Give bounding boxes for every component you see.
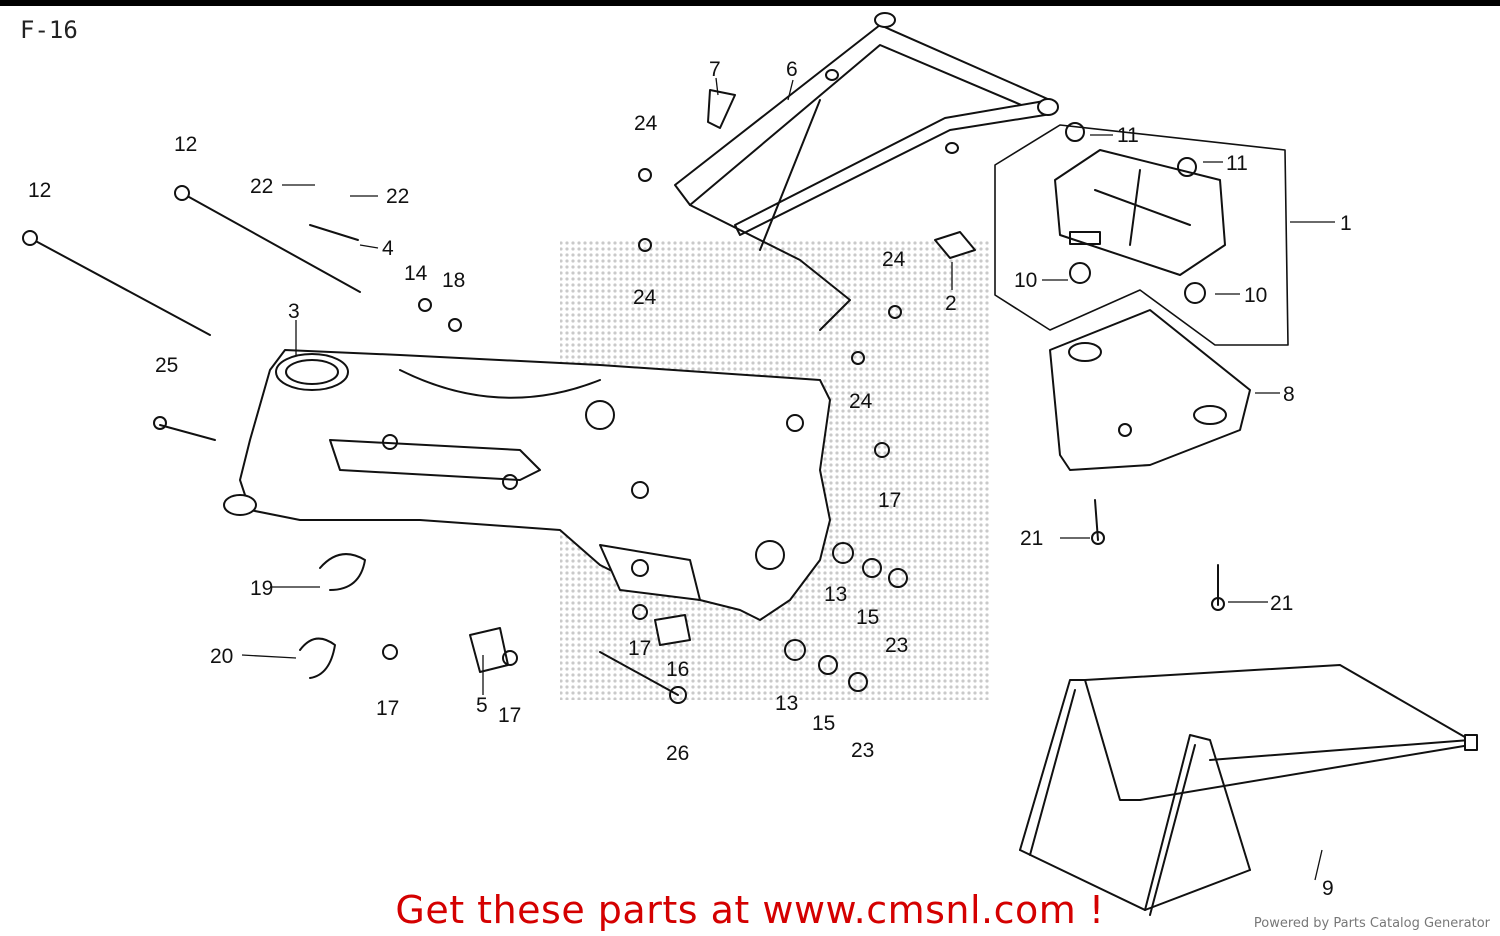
top-rule xyxy=(0,0,1500,6)
callout-12b: 12 xyxy=(174,133,197,156)
ecu-outline xyxy=(994,124,1289,346)
subframe xyxy=(674,12,1059,331)
callout-11b: 11 xyxy=(1226,152,1248,175)
callout-16: 16 xyxy=(666,658,689,681)
callout-17d: 17 xyxy=(498,704,521,727)
callout-13a: 13 xyxy=(824,583,847,606)
bracket-8 xyxy=(1049,309,1251,471)
callout-19: 19 xyxy=(250,577,273,600)
cta-link[interactable]: Get these parts at www.cmsnl.com ! xyxy=(395,888,1105,932)
callout-17b: 17 xyxy=(628,637,651,660)
callout-6: 6 xyxy=(786,58,798,81)
callout-15b: 15 xyxy=(812,712,835,735)
callout-2: 2 xyxy=(945,292,957,315)
callout-24b: 24 xyxy=(633,286,657,309)
callout-21b: 21 xyxy=(1270,592,1293,615)
callout-14: 14 xyxy=(404,262,428,285)
callout-23a: 23 xyxy=(885,634,908,657)
callout-17a: 17 xyxy=(878,489,901,512)
callout-8: 8 xyxy=(1283,383,1295,406)
long-bolt-12a xyxy=(22,230,211,336)
callout-4: 4 xyxy=(382,237,394,260)
callout-15a: 15 xyxy=(856,606,879,629)
callout-12a: 12 xyxy=(28,179,51,202)
powered-by-text: Powered by Parts Catalog Generator xyxy=(1253,916,1490,931)
callout-24c: 24 xyxy=(882,248,906,271)
callout-10b: 10 xyxy=(1244,284,1267,307)
callout-10a: 10 xyxy=(1014,269,1037,292)
callout-22b: 22 xyxy=(386,185,409,208)
diagram-code: F-16 xyxy=(20,16,78,44)
callout-3: 3 xyxy=(288,300,300,323)
leader-lines xyxy=(241,77,1335,881)
callout-labels: 1 2 3 4 5 6 7 8 9 10 10 11 11 12 12 13 1… xyxy=(28,58,1352,900)
callout-23b: 23 xyxy=(851,739,874,762)
callout-25: 25 xyxy=(155,354,178,377)
callout-21a: 21 xyxy=(1020,527,1043,550)
callout-5: 5 xyxy=(476,694,488,717)
callout-26: 26 xyxy=(666,742,689,765)
callout-17c: 17 xyxy=(376,697,399,720)
callout-22a: 22 xyxy=(250,175,273,198)
long-bolt-12b xyxy=(174,185,361,293)
callout-20: 20 xyxy=(210,645,233,668)
callout-13b: 13 xyxy=(775,692,798,715)
callout-11a: 11 xyxy=(1117,124,1139,147)
main-frame xyxy=(223,349,831,621)
paddock-stand xyxy=(1019,664,1478,916)
ecu-unit xyxy=(1054,122,1226,304)
small-parts xyxy=(153,89,1225,704)
callout-18: 18 xyxy=(442,269,465,292)
callout-24a: 24 xyxy=(634,112,658,135)
callout-24d: 24 xyxy=(849,390,873,413)
callout-7: 7 xyxy=(709,58,721,81)
callout-1: 1 xyxy=(1340,212,1352,235)
callout-9: 9 xyxy=(1322,877,1334,900)
